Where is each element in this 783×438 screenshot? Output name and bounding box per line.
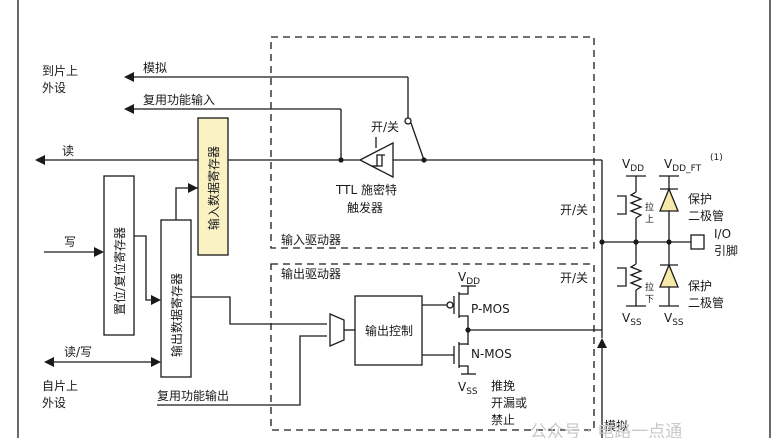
diode-vdd-ft-label: VDD_FT [664,157,702,174]
input-data-register-label: 输入数据寄存器 [206,146,221,230]
input-driver-boundary [270,36,595,249]
nmos-vss-label: VSS [458,380,478,397]
diode-vss-sub: SS [672,318,684,328]
input-data-register [197,117,229,256]
output-data-register-label: 输出数据寄存器 [169,273,184,357]
protect-bottom-label-1: 保护 [688,279,712,293]
output-mux [329,313,345,347]
mode-label-2: 开漏或 [491,396,527,410]
analog-switch-contact [404,117,412,125]
output-onoff-label: 开/关 [560,271,588,285]
pmos-gate-bubble [446,301,454,309]
protect-bottom-label-2: 二极管 [688,295,724,310]
diode-top-symbol [659,187,679,212]
set-reset-register [103,175,135,336]
alt-output-label: 复用功能输出 [157,388,229,403]
pmos-vdd-label: VDD [458,270,480,287]
pmos-vdd-v: V [458,270,467,284]
nmos-vss-v: V [458,380,467,394]
junction-trigger-in [338,157,344,163]
read-write-arrow-right [151,357,161,367]
output-control-box [354,295,423,366]
pull-vdd-label: VDD [622,157,644,174]
analog-switch-blade [410,122,425,161]
diode-vss-v: V [664,311,673,325]
input-onoff-label: 开/关 [560,203,588,217]
analog-arrow-head [124,72,134,82]
pmos-drain [459,286,469,295]
diode-vdd-ft-note: (1) [710,153,723,163]
pull-up-resistor [629,191,643,219]
set-reset-to-output-line [134,235,153,301]
analog-label: 模拟 [143,61,167,75]
trigger-switch-label: 开/关 [371,120,399,134]
nmos-source [459,365,469,374]
write-arrow-head [94,247,104,257]
output-driver-boundary [270,263,595,431]
pmos-source [459,315,469,345]
pull-down-label-1: 拉 [645,281,654,293]
pull-down-switch-bar [617,267,627,287]
pull-vss-v: V [622,311,631,325]
from-chip-label-1: 自片上 [42,379,78,393]
from-chip-label-2: 外设 [42,396,66,410]
io-pin-square [690,234,705,250]
to-chip-label-2: 外设 [42,81,66,95]
pull-up-label-2: 上 [645,214,654,225]
write-label: 写 [64,235,76,249]
pull-vss-label: VSS [622,311,642,328]
output-driver-label: 输出驱动器 [281,266,341,281]
watermark-text: 公众号 · 电路一点通 [530,422,682,438]
read-write-arrow-left [44,357,54,367]
protect-top-label-1: 保护 [688,192,712,206]
pull-down-label-2: 下 [645,295,654,305]
diode-vss-label: VSS [664,311,684,328]
mode-label-1: 推挽 [491,379,515,393]
set-reset-register-label: 置位/复位寄存器 [112,227,127,315]
pull-vss-sub: SS [630,318,642,328]
to-chip-label-1: 到片上 [42,64,78,78]
pull-up-label-1: 拉 [645,201,654,213]
analog-bottom-arrow-head [597,338,607,348]
pull-down-resistor [629,263,643,291]
read-write-label: 读/写 [64,345,92,359]
io-pin-label-1: I/O [714,227,731,241]
alt-input-arrow-head [124,104,134,114]
pull-up-switch-bar [617,195,627,215]
mode-label-3: 禁止 [491,413,515,427]
pmos-label: P-MOS [471,302,510,316]
output-register-to-read-line [175,187,198,220]
pull-vdd-v: V [622,157,631,171]
protect-top-label-2: 二极管 [688,208,724,223]
diode-vdd-ft-v: V [664,157,673,171]
hysteresis-icon-2 [375,155,383,167]
alt-input-label: 复用功能输入 [143,92,215,107]
read-arrow-head [35,155,45,165]
pull-vdd-sub: DD [630,164,644,174]
analog-bottom-label: 模拟 [604,419,628,433]
hysteresis-icon [372,154,385,167]
output-register-arrow-head [188,183,198,193]
ttl-label-1: TTL 施密特 [335,182,397,197]
read-label: 读 [62,144,74,158]
pmos-vdd-sub: DD [466,277,480,287]
input-driver-label: 输入驱动器 [281,232,341,247]
output-control-label: 输出控制 [365,323,413,338]
alt-output-line [157,335,327,406]
diode-vdd-ft-sub: DD_FT [672,164,701,174]
set-reset-arrow-head [151,295,161,305]
junction-output-node [465,327,471,333]
junction-bus-left [599,239,605,245]
nmos-label: N-MOS [471,347,512,361]
diode-bottom-symbol [659,263,679,288]
output-register-to-mux-line [191,296,327,325]
nmos-vss-sub: SS [466,387,478,397]
ttl-label-2: 触发器 [347,200,383,215]
io-pin-label-2: 引脚 [714,243,738,258]
